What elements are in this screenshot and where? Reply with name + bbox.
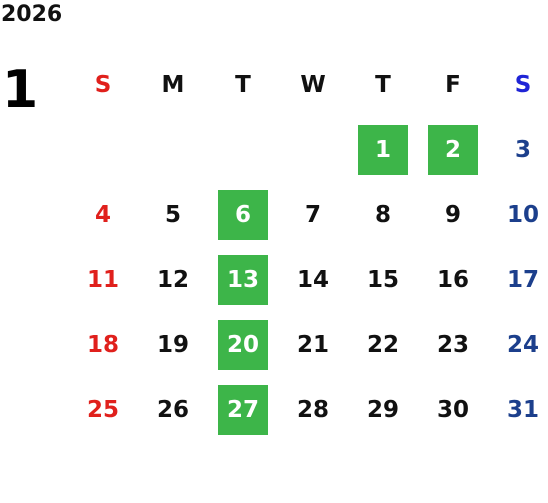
- day-cell: 12: [138, 247, 208, 312]
- day-cell: 8: [348, 182, 418, 247]
- day-cell: 16: [418, 247, 488, 312]
- day-number: 12: [156, 266, 189, 293]
- day-number: 9: [444, 201, 461, 228]
- day-cell: 30: [418, 377, 488, 442]
- day-number: 22: [366, 331, 399, 358]
- day-cell: 20: [208, 312, 278, 377]
- day-cell: 3: [488, 117, 548, 182]
- day-number: 21: [296, 331, 329, 358]
- day-number: 14: [296, 266, 329, 293]
- day-cell: 7: [278, 182, 348, 247]
- day-number: 27: [218, 384, 268, 435]
- weekday-header-wed: W: [300, 71, 326, 98]
- empty-day-cell: [208, 117, 278, 182]
- day-number: 11: [86, 266, 119, 293]
- day-cell: 18: [68, 312, 138, 377]
- day-cell: 6: [208, 182, 278, 247]
- empty-day-cell: [138, 117, 208, 182]
- day-cell: 26: [138, 377, 208, 442]
- month-number: 1: [2, 60, 39, 120]
- day-number: 30: [436, 396, 469, 423]
- empty-day-cell: [68, 117, 138, 182]
- day-cell: 25: [68, 377, 138, 442]
- day-number: 5: [164, 201, 181, 228]
- day-number: 6: [218, 189, 268, 240]
- day-cell: 29: [348, 377, 418, 442]
- day-number: 10: [506, 201, 539, 228]
- day-number: 8: [374, 201, 391, 228]
- day-cell: 11: [68, 247, 138, 312]
- day-number: 20: [218, 319, 268, 370]
- day-number: 23: [436, 331, 469, 358]
- day-number: 16: [436, 266, 469, 293]
- day-cell: 2: [418, 117, 488, 182]
- day-number: 2: [428, 124, 478, 175]
- day-number: 26: [156, 396, 189, 423]
- day-number: 18: [86, 331, 119, 358]
- day-number: 28: [296, 396, 329, 423]
- day-number: 15: [366, 266, 399, 293]
- day-cell: 19: [138, 312, 208, 377]
- day-cell: 24: [488, 312, 548, 377]
- day-cell: 5: [138, 182, 208, 247]
- day-number: 29: [366, 396, 399, 423]
- weekday-header-sat: S: [514, 71, 532, 98]
- day-number: 1: [358, 124, 408, 175]
- day-number: 24: [506, 331, 539, 358]
- day-cell: 10: [488, 182, 548, 247]
- day-number: 25: [86, 396, 119, 423]
- weekday-header-thu: T: [375, 71, 391, 98]
- day-number: 4: [94, 201, 111, 228]
- weekday-header-sun: S: [94, 71, 112, 98]
- year-label: 2026: [1, 2, 63, 27]
- weekday-header-fri: F: [445, 71, 461, 98]
- day-cell: 15: [348, 247, 418, 312]
- day-cell: 1: [348, 117, 418, 182]
- day-cell: 31: [488, 377, 548, 442]
- day-cell: 21: [278, 312, 348, 377]
- day-cell: 14: [278, 247, 348, 312]
- day-number: 31: [506, 396, 539, 423]
- day-cell: 4: [68, 182, 138, 247]
- day-number: 3: [514, 136, 531, 163]
- weekday-header-tue: T: [235, 71, 251, 98]
- empty-day-cell: [278, 117, 348, 182]
- day-cell: 23: [418, 312, 488, 377]
- day-number: 7: [304, 201, 321, 228]
- day-cell: 28: [278, 377, 348, 442]
- day-cell: 17: [488, 247, 548, 312]
- day-number: 17: [506, 266, 539, 293]
- day-cell: 22: [348, 312, 418, 377]
- day-number: 13: [218, 254, 268, 305]
- day-cell: 27: [208, 377, 278, 442]
- day-cell: 13: [208, 247, 278, 312]
- day-number: 19: [156, 331, 189, 358]
- day-cell: 9: [418, 182, 488, 247]
- weekday-header-mon: M: [161, 71, 185, 98]
